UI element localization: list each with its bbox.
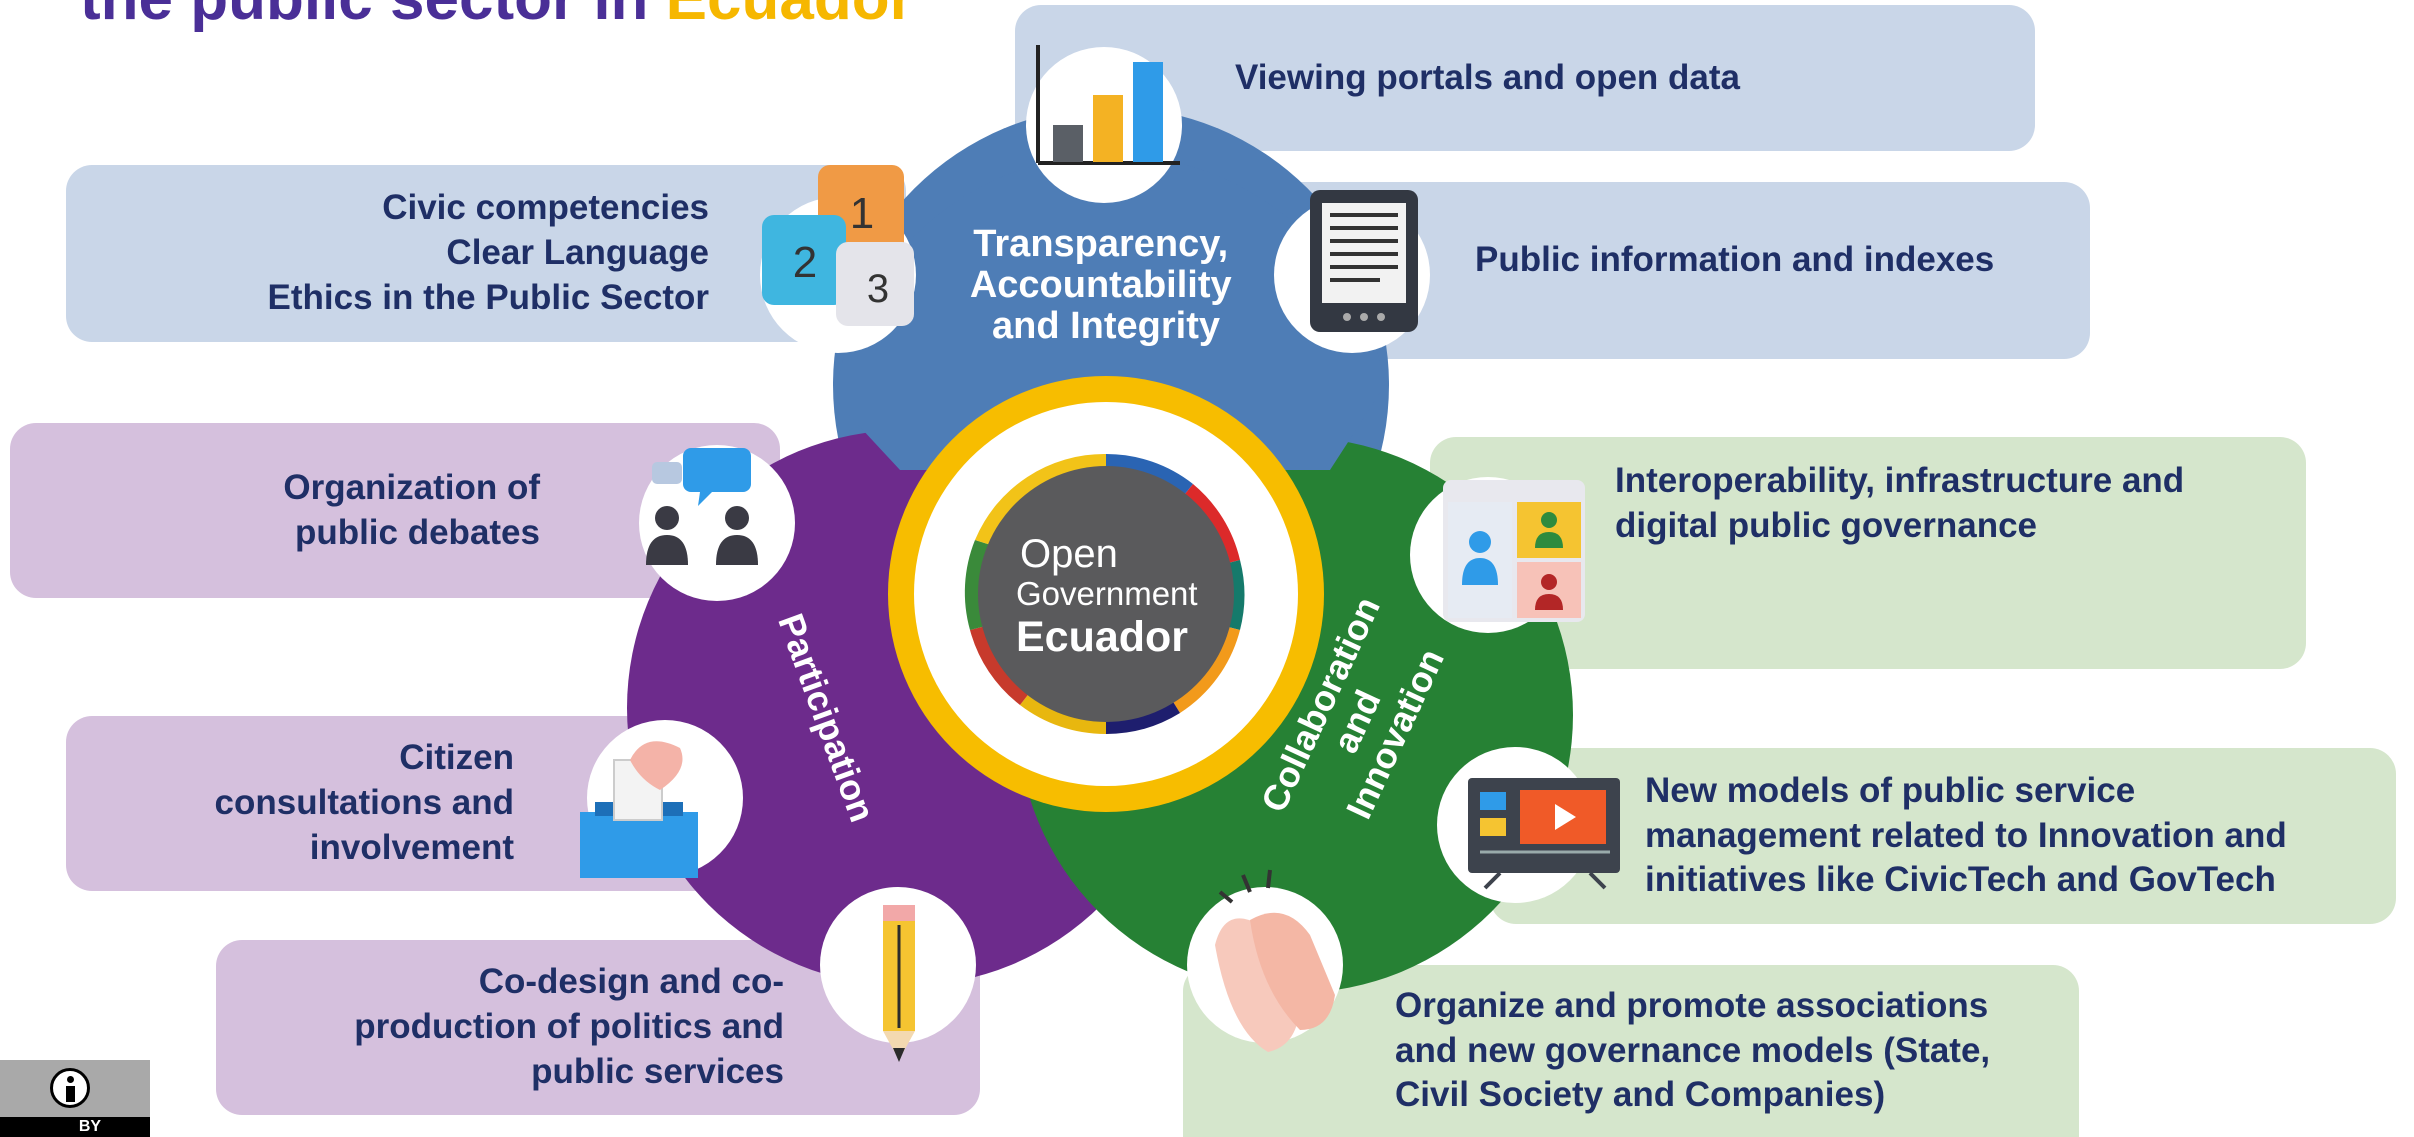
box-public-information-text: Public information and indexes	[1475, 240, 1995, 280]
numbered-blocks-icon: 1 2 3	[760, 165, 916, 353]
chat-people-icon	[639, 445, 795, 601]
transparency-overlap	[835, 154, 1385, 470]
svg-text:3: 3	[867, 267, 889, 311]
license-label: BY	[0, 1117, 150, 1137]
ballot-box-icon	[580, 720, 743, 878]
associations-line-3: Civil Society and Companies)	[1395, 1075, 1886, 1115]
new-models-line-1: New models of public service	[1645, 770, 2136, 810]
box-interoperability: Interoperability, infrastructure and dig…	[1430, 437, 2306, 669]
civic-line-2: Clear Language	[446, 233, 709, 273]
title-highlight: Ecuador	[666, 0, 914, 33]
associations-line-1: Organize and promote associations	[1395, 985, 1989, 1025]
debates-line-2: public debates	[294, 512, 540, 552]
svg-text:2: 2	[793, 238, 817, 287]
logo-disc	[978, 466, 1234, 722]
transparency-label-line-3: and Integrity	[992, 305, 1220, 347]
new-models-line-2: management related to Innovation and	[1645, 815, 2287, 855]
box-new-models: New models of public service management …	[1490, 748, 2396, 924]
ebook-reader-icon	[1274, 190, 1430, 353]
cc-by-license-badge: BY	[0, 1060, 150, 1137]
box-viewing-portals-text: Viewing portals and open data	[1235, 57, 1740, 97]
codesign-line-2: production of politics and	[354, 1007, 784, 1047]
clapping-hands-icon	[1187, 869, 1343, 1052]
codesign-line-3: public services	[531, 1051, 784, 1091]
codesign-line-1: Co-design and co-	[478, 962, 784, 1002]
attribution-icon	[50, 1068, 90, 1108]
tv-play-icon	[1437, 747, 1620, 903]
transparency-label-line-1: Transparency,	[973, 223, 1228, 265]
interop-line-2: digital public governance	[1615, 505, 2038, 545]
pencil-icon	[820, 887, 976, 1062]
consultations-line-3: involvement	[309, 827, 514, 867]
debates-line-1: Organization of	[283, 467, 540, 507]
new-models-line-3: initiatives like CivicTech and GovTech	[1645, 860, 2276, 900]
civic-line-3: Ethics in the Public Sector	[267, 277, 709, 317]
video-call-icon	[1410, 477, 1585, 633]
transparency-label: Transparency, Accountability and Integri…	[970, 223, 1242, 347]
logo-country: Ecuador	[1016, 613, 1188, 661]
license-label-text: BY	[78, 1118, 102, 1135]
associations-line-2: and new governance models (State,	[1395, 1030, 1991, 1070]
civic-line-1: Civic competencies	[382, 188, 709, 228]
consultations-line-1: Citizen	[399, 738, 514, 778]
page-title: the public sector in Ecuador	[80, 0, 914, 36]
consultations-line-2: consultations and	[214, 783, 514, 823]
transparency-label-line-2: Accountability	[970, 264, 1232, 306]
logo-open: Open	[1020, 532, 1118, 576]
svg-text:1: 1	[850, 189, 874, 238]
interop-line-1: Interoperability, infrastructure and	[1615, 461, 2185, 500]
logo-government: Government	[1016, 575, 1198, 612]
title-text: the public sector in	[80, 0, 666, 33]
bar-chart-icon	[1026, 45, 1182, 203]
